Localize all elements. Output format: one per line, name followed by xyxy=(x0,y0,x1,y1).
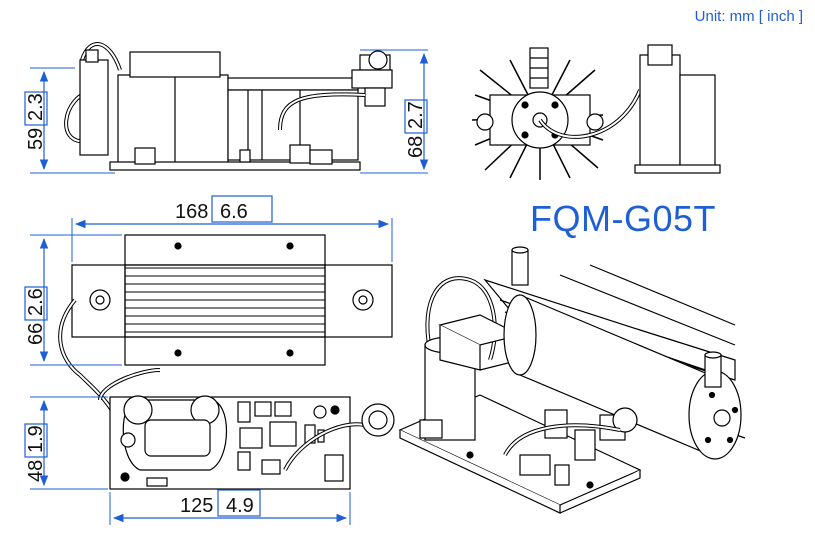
pcb-view xyxy=(109,395,395,490)
dim-label-inch: 1.9 xyxy=(25,425,47,453)
side-view xyxy=(64,42,393,171)
dim-top-height: 66 2.6 xyxy=(24,234,122,366)
dim-label-mm: 68 xyxy=(405,136,427,158)
dim-label-inch: 2.7 xyxy=(405,101,427,129)
dim-label-inch: 2.6 xyxy=(25,288,47,316)
end-view xyxy=(471,44,721,180)
dim-label-mm: 48 xyxy=(25,460,47,482)
dim-label-mm: 125 xyxy=(180,495,213,517)
unit-label: Unit: mm [ inch ] xyxy=(694,8,803,25)
dim-pcb-width: 125 4.9 xyxy=(109,489,351,525)
dim-label-inch: 6.6 xyxy=(220,201,248,223)
dim-label-mm: 66 xyxy=(25,323,47,345)
dim-side-right: 68 2.7 xyxy=(360,49,429,174)
dim-side-left: 59 2.3 xyxy=(24,67,115,174)
model-title: FQM-G05T xyxy=(530,198,717,239)
top-view xyxy=(58,234,393,441)
isometric-view xyxy=(398,246,746,514)
dim-pcb-height: 48 1.9 xyxy=(24,396,108,490)
dim-label-inch: 2.3 xyxy=(25,93,47,121)
dim-top-width: 168 6.6 xyxy=(71,195,393,262)
dim-label-mm: 168 xyxy=(175,201,208,223)
dim-label-inch: 4.9 xyxy=(226,495,254,517)
dim-label-mm: 59 xyxy=(25,128,47,150)
